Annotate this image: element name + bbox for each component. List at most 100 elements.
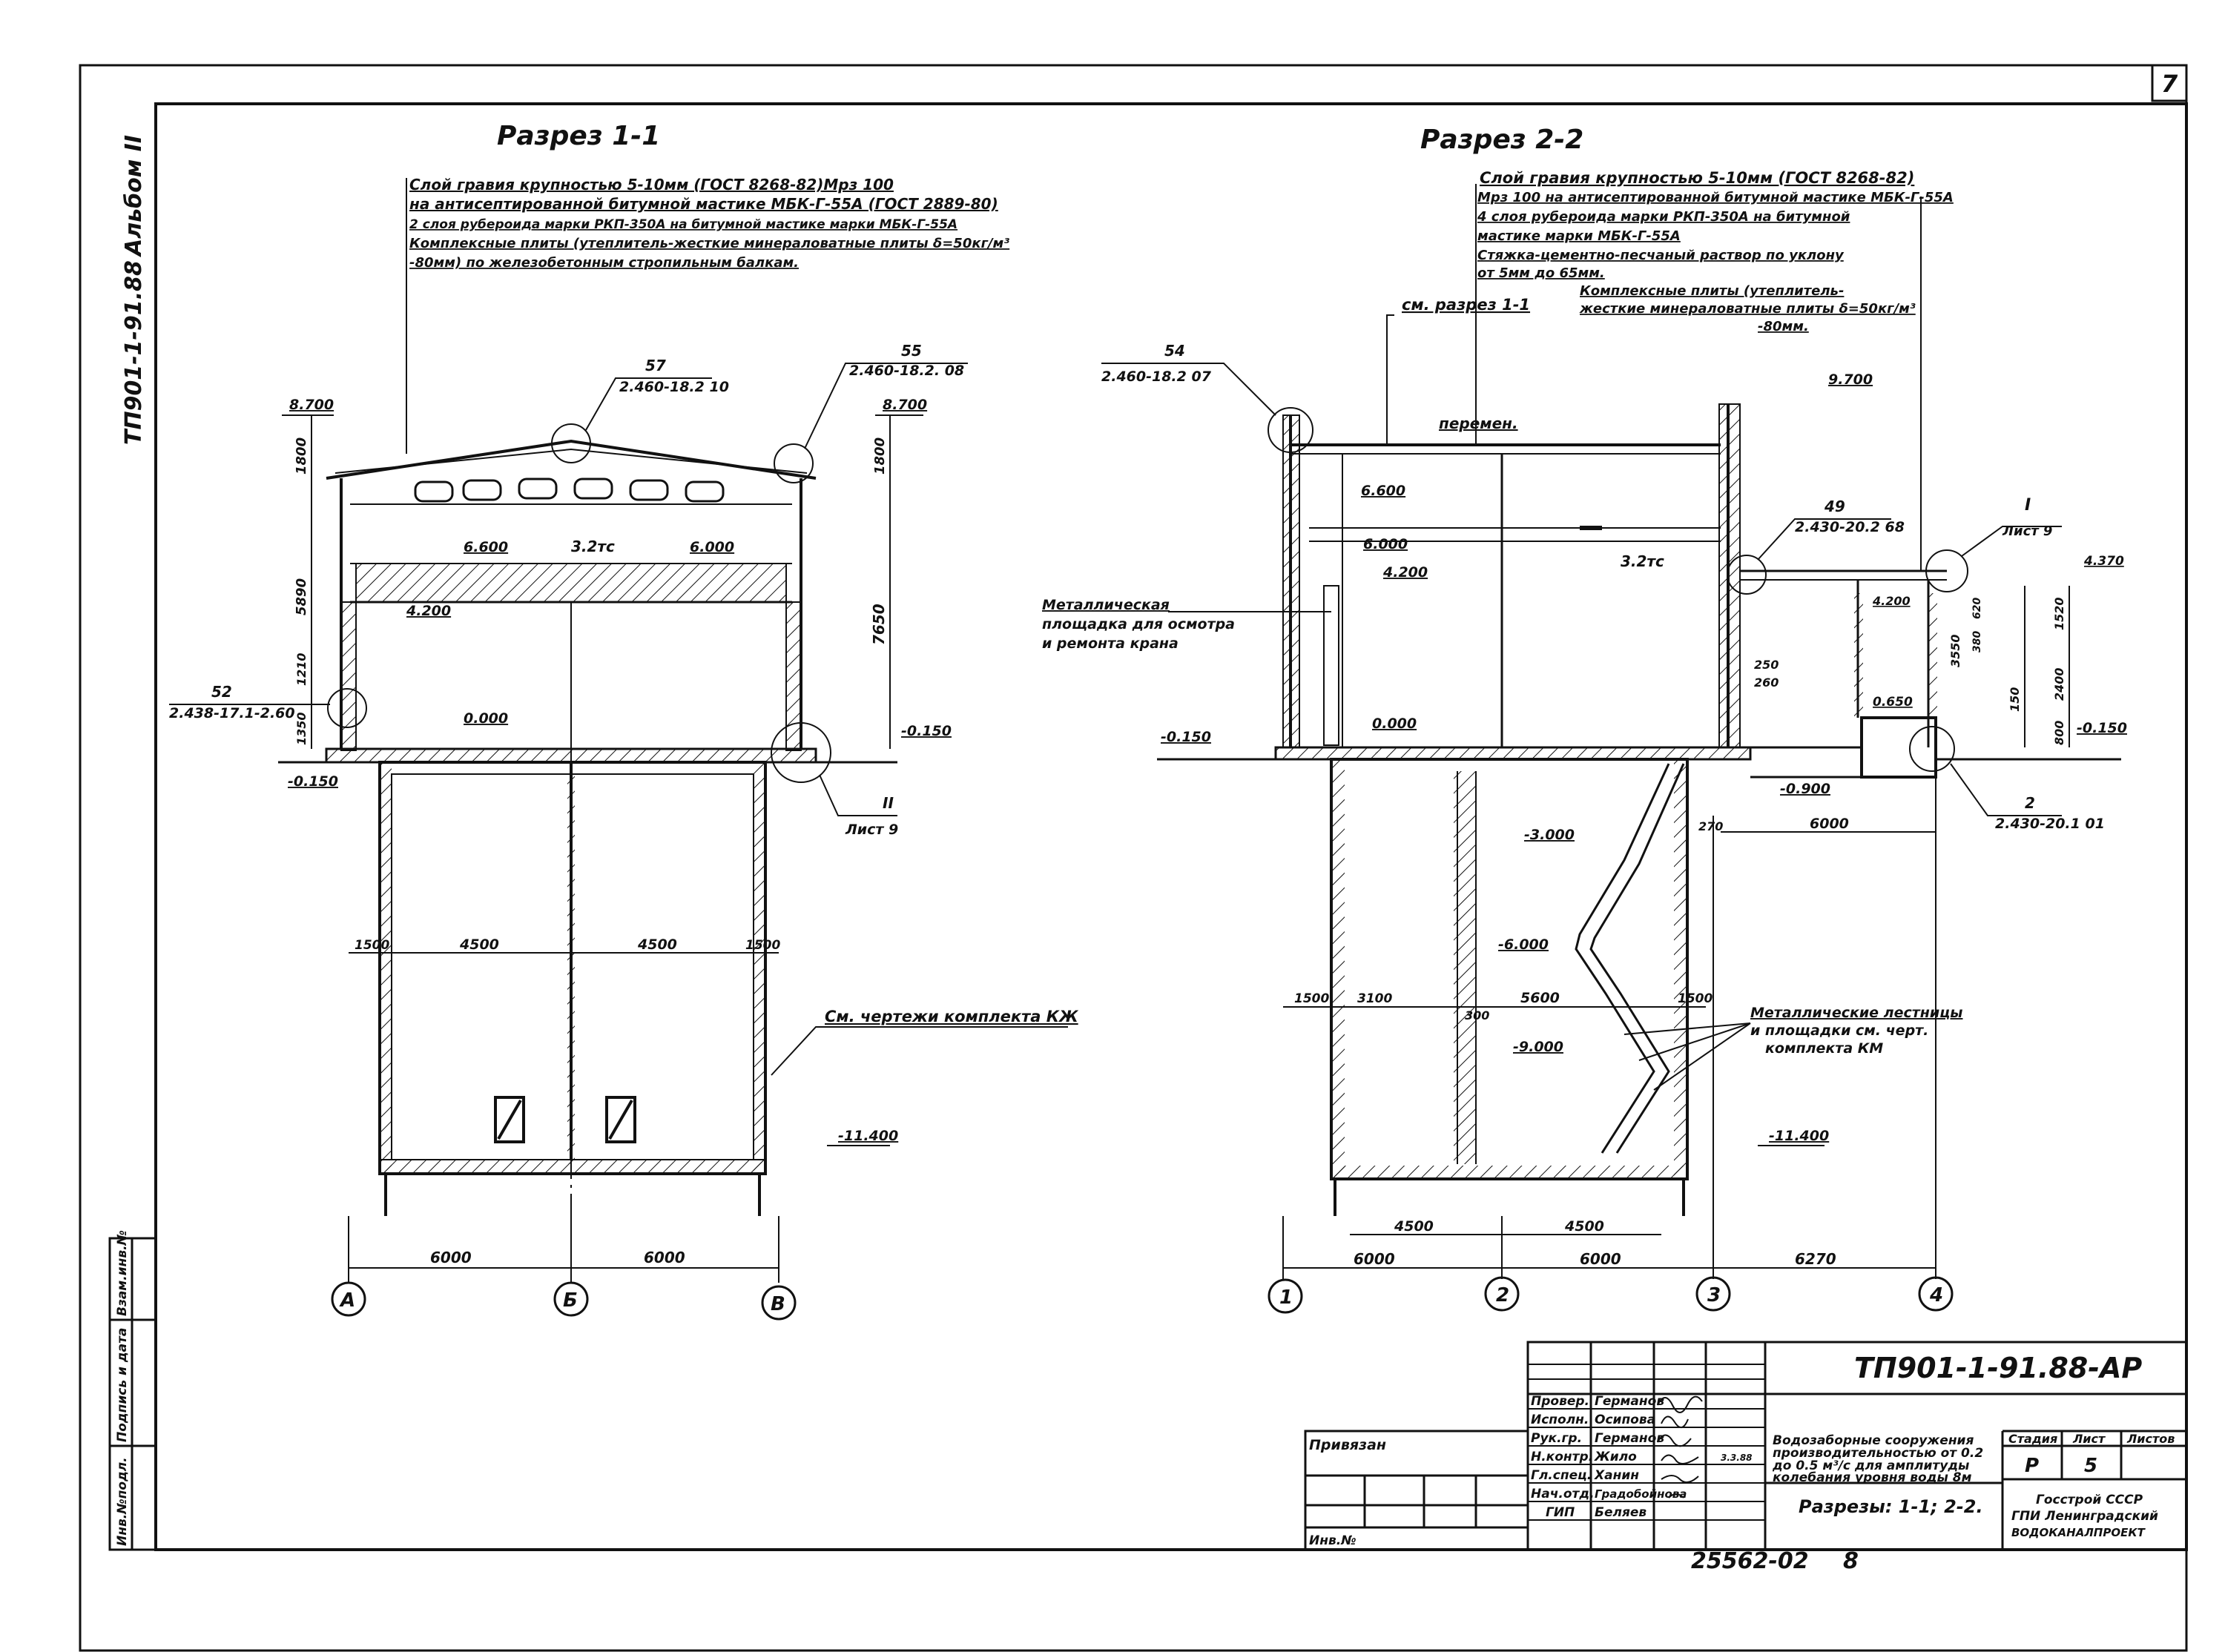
s1-callout-57: 57 (645, 357, 666, 374)
s1-dim-1800r: 1800 (872, 437, 888, 475)
s1-dim-1350: 1350 (294, 712, 309, 745)
title-stage: Р (2025, 1455, 2039, 1477)
s2-dim-250: 250 (1754, 658, 1779, 672)
role-2: Рук.гр. (1531, 1431, 1582, 1446)
section-2-notes: Слой гравия крупностью 5-10мм (ГОСТ 8268… (1475, 169, 1954, 571)
title-sheet: 5 (2084, 1455, 2097, 1477)
s2-stairs-2: комплекта КМ (1765, 1040, 1883, 1057)
signatures (1657, 1395, 1703, 1499)
section-2-2: Разрез 2-2 Слой гравия крупностью 5-10мм… (1042, 125, 2127, 1314)
s1-dim-6000a: 6000 (430, 1249, 472, 1266)
s1-callout-II-ref: Лист 9 (845, 822, 898, 838)
s2-dim-1500b: 1500 (1678, 991, 1713, 1006)
s1-level-0000: 0.000 (464, 710, 508, 727)
sheet-frame (79, 64, 2188, 1652)
role-5: Нач.отд. (1531, 1487, 1595, 1501)
s1-dim-7650: 7650 (870, 604, 888, 645)
title-col-sheets: Листов (2126, 1432, 2175, 1446)
s1-callout-55: 55 (901, 342, 922, 360)
org-2: ВОДОКАНАЛПРОЕКТ (2011, 1526, 2146, 1539)
s2-callout-49: 49 (1824, 498, 1845, 515)
s2-level-9700: 9.700 (1828, 371, 1873, 388)
name-1: Осипова (1595, 1413, 1655, 1427)
title-code: ТП901-1-91.88-АР (1854, 1352, 2142, 1384)
s2-levels: 9.700 6.600 6.000 4.200 3.2тс 0.000 -0.1… (1161, 371, 2127, 1146)
s1-callout-52-ref: 2.438-17.1-2.60 (169, 705, 295, 721)
s2-dim-800: 800 (2052, 721, 2066, 745)
s1-level-m150a: -0.150 (901, 723, 952, 739)
s1-dim-4500b: 4500 (637, 936, 677, 953)
role-0: Провер. (1531, 1394, 1589, 1409)
s1-dim-5890: 5890 (294, 578, 309, 615)
s2-peremen: перемен. (1439, 414, 1518, 432)
s2-level-m150r: -0.150 (2077, 720, 2127, 736)
s2-see-section: см. разрез 1-1 (1402, 296, 1530, 314)
s2-platform-0: Металлическая (1042, 597, 1170, 613)
object-0: Водозаборные сооружения (1773, 1433, 1974, 1448)
s2-level-6600: 6.600 (1361, 483, 1405, 499)
s2-level-m150: -0.150 (1161, 729, 1211, 745)
name-4: Ханин (1594, 1468, 1639, 1483)
object-3: колебания уровня воды 8м (1773, 1470, 1972, 1485)
name-3: Жило (1594, 1450, 1637, 1464)
s2-axis-3: 3 (1707, 1284, 1721, 1306)
s2-dim-620: 620 (1971, 598, 1983, 619)
s2-dim-1520: 1520 (2052, 597, 2066, 630)
title-col-stage: Стадия (2008, 1432, 2057, 1446)
s2-note-1: Мрз 100 на антисептированной битумной ма… (1477, 190, 1954, 205)
s1-dim-6000b: 6000 (644, 1249, 685, 1266)
s1-axis-A: А (339, 1289, 355, 1312)
s2-level-m900: -0.900 (1780, 781, 1830, 797)
bottom-stamp: 25562-02 (1691, 1548, 1809, 1574)
title-roles: Провер. Исполн. Рук.гр. Н.контр. Гл.спец… (1531, 1394, 1595, 1520)
stamp-podpis: Подпись и дата (115, 1328, 130, 1442)
s2-level-m11400: -11.400 (1769, 1128, 1829, 1144)
s1-level-6600: 6.600 (464, 539, 508, 555)
s2-callout-2-ref: 2.430-20.1 01 (1995, 816, 2105, 832)
s1-callout-55-ref: 2.460-18.2. 08 (849, 363, 964, 379)
stamp-vzam: Взам.инв.№ (115, 1230, 130, 1316)
s2-dim-4500a: 4500 (1394, 1218, 1434, 1235)
s1-note-4: -80мм) по железобетонным стропильным бал… (409, 255, 799, 271)
s1-callout-52: 52 (211, 683, 232, 701)
s2-callout-I-ref: Лист 9 (2002, 523, 2052, 539)
s1-crane: 3.2тс (571, 538, 615, 555)
s2-dim-380: 380 (1971, 631, 1983, 652)
s2-level-4370: 4.370 (2083, 554, 2124, 569)
s1-level-8700a: 8.700 (289, 397, 334, 413)
s1-level-6000: 6.000 (690, 539, 734, 555)
title-col-sheet: Лист (2072, 1432, 2106, 1446)
s2-crane: 3.2тс (1621, 552, 1664, 570)
s1-level-8700b: 8.700 (883, 397, 927, 413)
s2-dim-150: 150 (2008, 687, 2022, 712)
title-org: Госстрой СССР ГПИ Ленинградский ВОДОКАНА… (2011, 1493, 2158, 1539)
name-5: Градобойнова (1595, 1487, 1687, 1501)
s1-axes (331, 1216, 797, 1321)
s2-level-4200r: 4.200 (1872, 594, 1911, 608)
title-block (1304, 1341, 2188, 1551)
s2-dims: 250 260 270 6000 1500 3100 300 5600 1500… (1283, 586, 2070, 1269)
object-2: до 0.5 м³/с для амплитуды (1772, 1458, 1969, 1473)
s2-platform-1: площадка для осмотра (1042, 616, 1235, 632)
s2-callouts (1101, 363, 2062, 816)
left-margin: ТП901-1-91.88 Альбом II (121, 135, 147, 445)
role-4: Гл.спец. (1531, 1468, 1592, 1483)
name-2: Германов (1595, 1431, 1664, 1446)
s2-dim-300: 300 (1465, 1008, 1489, 1022)
s2-dim-4500b: 4500 (1564, 1218, 1604, 1235)
s2-level-6000: 6.000 (1363, 536, 1408, 552)
s2-note-6: Комплексные плиты (утеплитель- (1580, 283, 1844, 299)
s1-dims: 1800 5890 1210 1350 1800 7650 1500 4500 … (294, 415, 891, 1283)
section-1-1: Разрез 1-1 Слой гравия крупностью 5-10мм… (169, 121, 1079, 1321)
s2-platform-2: и ремонта крана (1042, 635, 1179, 652)
s2-note-4: Стяжка-цементно-песчаный раствор по укло… (1477, 248, 1845, 263)
name-0: Германов (1595, 1394, 1664, 1409)
s2-dim-3550: 3550 (1948, 634, 1962, 667)
s2-dim-1500a: 1500 (1294, 991, 1329, 1006)
s2-dim-6000b: 6000 (1580, 1250, 1621, 1268)
title-privyazan: Привязан (1309, 1437, 1386, 1453)
s2-note-5: от 5мм до 65мм. (1477, 265, 1605, 281)
s2-level-m6000: -6.000 (1498, 936, 1549, 953)
s2-level-m3000: -3.000 (1524, 827, 1575, 843)
